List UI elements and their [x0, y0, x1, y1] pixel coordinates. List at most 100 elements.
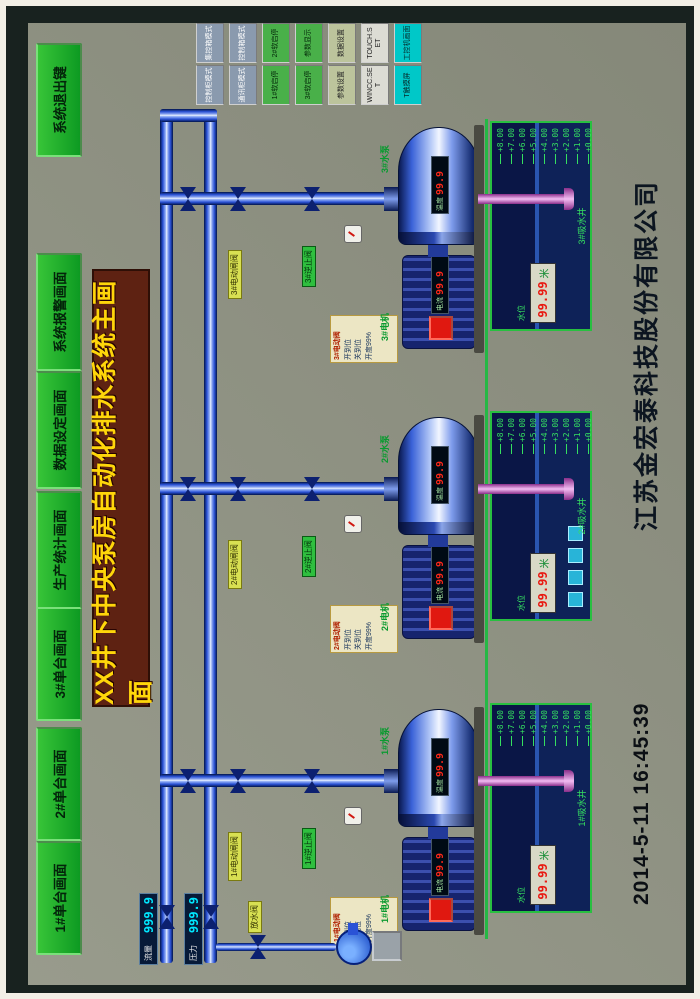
pressure-gauge [344, 807, 362, 825]
motor-label: 1#电机 [380, 894, 390, 923]
menu-button-production-stats[interactable]: 生产统计画面 [36, 491, 82, 609]
check-valve[interactable] [304, 477, 320, 501]
check-valve-tag: 1#逆止阀 [302, 828, 316, 869]
ctrl-button-softstart-3[interactable]: 3#软启停 [295, 65, 323, 105]
menu-button-pump3-screen[interactable]: 3#单台画面 [36, 607, 82, 721]
motor-status-lamp [429, 316, 453, 340]
drain-pipe [216, 943, 336, 951]
valve-panel-row: 开度99% [365, 621, 373, 650]
motor-current-display: 电流 99.9 [431, 256, 449, 314]
motor-status-lamp [429, 606, 453, 630]
pump-temp-display: 温度 99.9 [431, 738, 449, 796]
ctrl-button-cabinet-mode[interactable]: 控制柜模式 [196, 65, 224, 105]
ctrl-button-central-box[interactable]: 集控箱模式 [196, 23, 224, 63]
pump-body: 温度 99.9 [398, 417, 480, 535]
current-value: 99.9 [434, 852, 446, 877]
control-panel-column-2: 集控箱模式 控制箱模式 2#软启停 参数显示 数据设置 TOUCH.SET 工控… [196, 23, 422, 63]
ctrl-button-comm-cabinet[interactable]: 通讯柜模式 [229, 65, 257, 105]
manifold-junction-valve-3[interactable] [180, 187, 196, 211]
pressure-readout: 压力 999.9 [184, 893, 203, 965]
aux-pump-motor [372, 931, 402, 961]
temp-value: 99.9 [434, 170, 446, 195]
menu-button-label: 1#单台画面 [53, 863, 68, 933]
menu-button-label: 系统退出键 [53, 66, 68, 134]
motorized-gate-valve[interactable] [230, 187, 246, 211]
pump-body: 温度 99.9 [398, 709, 480, 827]
valve-panel-row: 开度99% [365, 331, 373, 360]
pump-base [474, 707, 484, 935]
pump-temp-display: 温度 99.9 [431, 156, 449, 214]
current-label: 电流 [437, 879, 444, 893]
menu-button-label: 数据设定画面 [53, 389, 68, 471]
check-valve[interactable] [304, 187, 320, 211]
check-valve-tag: 2#逆止阀 [302, 536, 316, 577]
ctrl-button-softstart-2[interactable]: 2#软启停 [262, 23, 290, 63]
pump-base [474, 125, 484, 353]
ctrl-button-touchscreen[interactable]: T触摸屏 [394, 65, 422, 105]
control-panel-column-1: 控制柜模式 通讯柜模式 1#软启停 3#软启停 参数设置 WINCC.SET T… [196, 65, 422, 105]
drain-valve[interactable] [250, 935, 266, 959]
pump-end-cap [399, 232, 477, 244]
ctrl-button-param-set[interactable]: 参数设置 [328, 65, 356, 105]
current-value: 99.9 [434, 270, 446, 295]
temp-label: 温度 [437, 197, 444, 211]
ctrl-button-ipc-screen[interactable]: 工控机画面 [394, 23, 422, 63]
current-value: 99.9 [434, 560, 446, 585]
ctrl-button-wincc-set[interactable]: WINCC.SET [361, 65, 389, 105]
menu-button-pump1-screen[interactable]: 1#单台画面 [36, 841, 82, 955]
suction-pipe [478, 484, 570, 494]
menu-button-data-settings[interactable]: 数据设定画面 [36, 371, 82, 489]
ctrl-button-touch-set[interactable]: TOUCH.SET [361, 23, 389, 63]
pump-label: 3#水泵 [380, 144, 390, 173]
temp-label: 温度 [437, 487, 444, 501]
motor-current-display: 电流 99.9 [431, 838, 449, 896]
valve-panel-row: 开到位 [344, 629, 352, 650]
temp-label: 温度 [437, 779, 444, 793]
motor-current-display: 电流 99.9 [431, 546, 449, 604]
menu-button-system-exit[interactable]: 系统退出键 [36, 43, 82, 157]
ctrl-button-softstart-1[interactable]: 1#软启停 [262, 65, 290, 105]
menu-button-label: 3#单台画面 [53, 629, 68, 699]
outlet-valve-1[interactable] [159, 905, 175, 929]
ctrl-button-control-box[interactable]: 控制箱模式 [229, 23, 257, 63]
check-valve[interactable] [304, 769, 320, 793]
menu-button-label: 生产统计画面 [53, 509, 68, 591]
pump-temp-display: 温度 99.9 [431, 446, 449, 504]
pressure-gauge [344, 515, 362, 533]
valve-panel-row: 关到位 [355, 629, 362, 650]
manifold-end-link-pipe [160, 109, 217, 122]
pump-label: 1#水泵 [380, 726, 390, 755]
discharge-manifold-1 [160, 109, 173, 963]
motor-body: 电流 99.9 [402, 545, 476, 639]
temp-value: 99.9 [434, 460, 446, 485]
motor-valve-tag: 3#电动闸阀 [228, 250, 242, 299]
menu-button-system-alarm[interactable]: 系统报警画面 [36, 253, 82, 371]
ctrl-button-data-set[interactable]: 数据设置 [328, 23, 356, 63]
manifold-junction-valve-1[interactable] [180, 769, 196, 793]
motor-valve-tag: 1#电动闸阀 [228, 832, 242, 881]
ctrl-button-param-display[interactable]: 参数显示 [295, 23, 323, 63]
motorized-gate-valve[interactable] [230, 477, 246, 501]
valve-panel-row: 开到位 [344, 339, 352, 360]
page-title-text: XX井下中央泵房自动化排水系统主画面 [91, 279, 155, 705]
suction-pipe [478, 194, 570, 204]
drain-valve-tag: 放水阀 [248, 901, 262, 933]
motor-label: 2#电机 [380, 602, 390, 631]
motor-body: 电流 99.9 [402, 837, 476, 931]
pump-end-cap [399, 814, 477, 826]
manifold-junction-valve-2[interactable] [180, 477, 196, 501]
pump-unit-1: 1#电动闸阀 1#逆止阀 1#电动阀 开到位 关到位 开度99% 1#电机 1#… [220, 661, 600, 951]
valve-panel-row: 关到位 [355, 339, 362, 360]
pump-unit-3: 3#电动闸阀 3#逆止阀 3#电动阀 开到位 关到位 开度99% 3#电机 3#… [220, 79, 600, 369]
current-label: 电流 [437, 587, 444, 601]
pump-shaft [428, 245, 448, 257]
suction-pipe [478, 776, 570, 786]
outlet-valve-2[interactable] [203, 905, 219, 929]
menu-button-pump2-screen[interactable]: 2#单台画面 [36, 727, 82, 841]
flow-label: 流量 [144, 945, 153, 961]
motorized-gate-valve[interactable] [230, 769, 246, 793]
datetime-display: 2014-5-11 16:45:39 [630, 702, 653, 905]
pump-label: 2#水泵 [380, 434, 390, 463]
pump-body: 温度 99.9 [398, 127, 480, 245]
